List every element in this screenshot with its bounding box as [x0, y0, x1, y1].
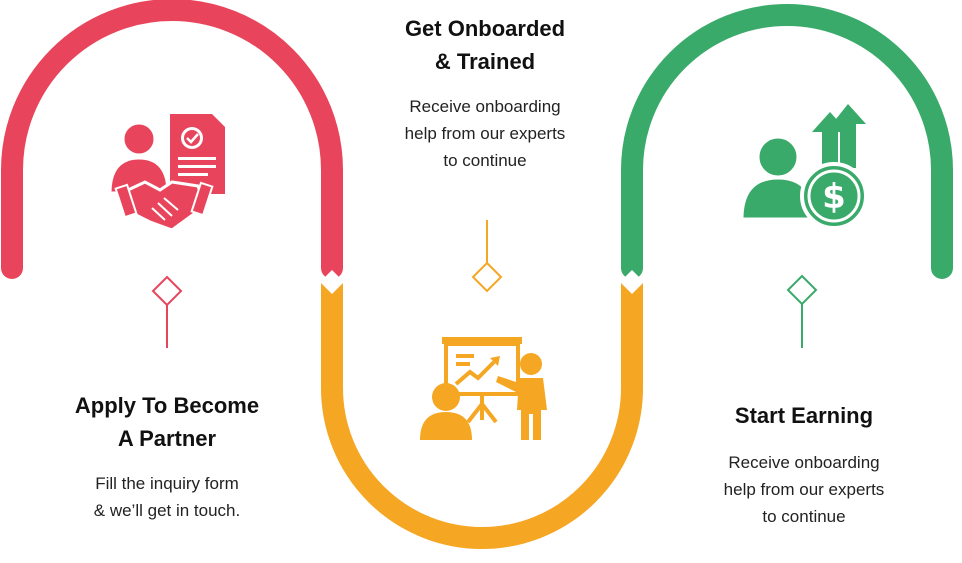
- earnings-growth-icon: $: [740, 104, 868, 230]
- step-3-description: Receive onboarding help from our experts…: [723, 453, 885, 526]
- step-2-title: Get Onboarded & Trained: [404, 16, 566, 74]
- track-red-arch: [1, 0, 343, 279]
- track-joint-right: [620, 270, 644, 294]
- connector-step-3: [786, 274, 818, 348]
- track-orange-arch: [321, 282, 643, 549]
- connector-step-1: [151, 275, 183, 348]
- step-1-description: Fill the inquiry form & we’ll get in tou…: [93, 474, 241, 520]
- svg-text:$: $: [822, 177, 846, 217]
- step-2-description: Receive onboarding help from our experts…: [404, 97, 566, 170]
- presentation-training-icon: [420, 337, 547, 440]
- track-green-arch: [621, 4, 953, 279]
- track-joint-left: [320, 270, 344, 294]
- handshake-contract-icon: [108, 114, 225, 232]
- step-3-title: Start Earning: [734, 403, 874, 428]
- step-1-title: Apply To Become A Partner: [74, 393, 260, 451]
- connector-step-2: [471, 220, 503, 293]
